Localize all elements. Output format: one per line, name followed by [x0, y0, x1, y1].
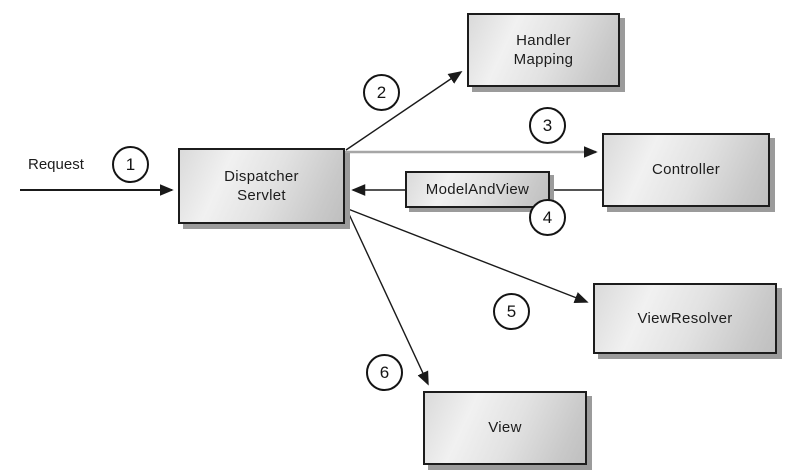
node-handler-mapping-label-line1: Handler — [516, 31, 571, 49]
step-badge-3: 3 — [529, 107, 566, 144]
node-handler-mapping: Handler Mapping — [467, 13, 620, 87]
node-handler-mapping-label-line2: Mapping — [513, 51, 574, 68]
node-model-and-view-label: ModelAndView — [425, 180, 530, 198]
step-badge-6: 6 — [366, 354, 403, 391]
request-label: Request — [28, 156, 84, 173]
step-badge-4: 4 — [529, 199, 566, 236]
arrow-dispatcher-to-view — [347, 211, 429, 386]
node-view-resolver: ViewResolver — [593, 283, 777, 354]
node-controller: Controller — [602, 133, 770, 207]
node-dispatcher-servlet-label-line1: Dispatcher — [224, 167, 299, 185]
node-dispatcher-servlet-label-line2: Servlet — [237, 187, 286, 204]
node-dispatcher-servlet: Dispatcher Servlet — [178, 148, 345, 224]
arrow-dispatcher-to-viewresolver — [347, 208, 589, 303]
node-view-resolver-label: ViewResolver — [637, 309, 733, 327]
step-badge-1: 1 — [112, 146, 149, 183]
node-model-and-view: ModelAndView — [405, 171, 550, 208]
node-controller-label: Controller — [651, 161, 721, 179]
arrow-dispatcher-to-handler-mapping — [345, 71, 463, 151]
step-badge-2: 2 — [363, 74, 400, 111]
node-view: View — [423, 391, 587, 465]
node-view-label: View — [488, 419, 522, 437]
step-badge-5: 5 — [493, 293, 530, 330]
